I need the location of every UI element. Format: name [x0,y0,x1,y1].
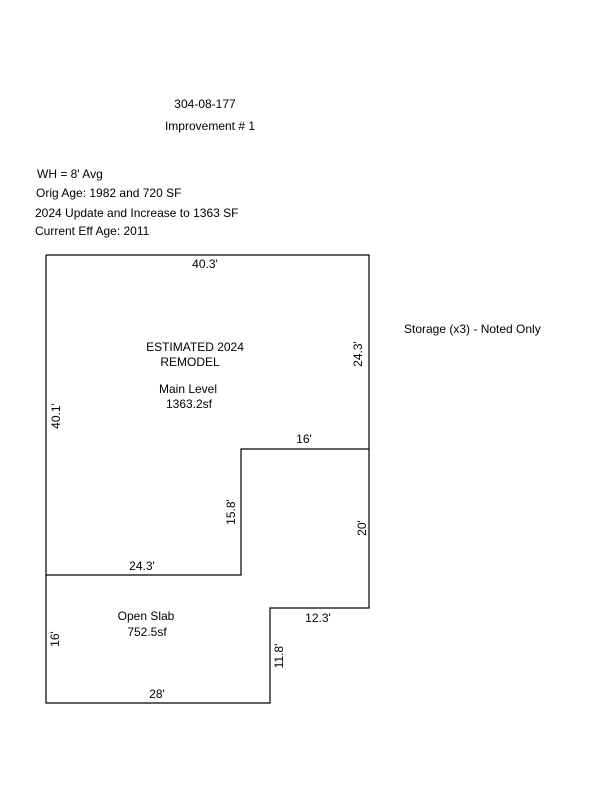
dim-slab-right: 20' [355,520,369,536]
dim-slab-bottom: 28' [149,687,165,701]
dim-slab-step-down: 11.8' [272,644,286,669]
main-level-size: 1363.2sf [166,397,213,411]
dim-slab-left: 16' [48,631,62,647]
open-slab-name: Open Slab [118,609,175,623]
dim-main-top: 40.3' [192,257,218,271]
dim-slab-step: 12.3' [305,611,331,625]
main-level-name: Main Level [159,382,217,396]
dim-main-right: 24.3' [351,341,365,367]
note-wall-height: WH = 8' Avg [37,167,103,181]
note-update: 2024 Update and Increase to 1363 SF [35,206,239,220]
dim-main-bottom: 24.3' [129,559,155,573]
dim-main-left: 40.1' [49,403,63,429]
main-level-outline [45,254,370,576]
main-area-title-1: ESTIMATED 2024 [146,340,244,354]
note-eff-age: Current Eff Age: 2011 [35,224,150,238]
open-slab-size: 752.5sf [127,625,167,639]
parcel-id: 304-08-177 [174,97,236,111]
open-slab-outline [45,449,370,704]
dim-notch-top: 16' [296,432,312,446]
note-orig-age: Orig Age: 1982 and 720 SF [36,186,182,200]
dim-notch-left: 15.8' [224,499,238,525]
storage-note: Storage (x3) - Noted Only [404,322,541,336]
main-area-title-2: REMODEL [160,355,220,369]
improvement-number: Improvement # 1 [164,119,256,133]
